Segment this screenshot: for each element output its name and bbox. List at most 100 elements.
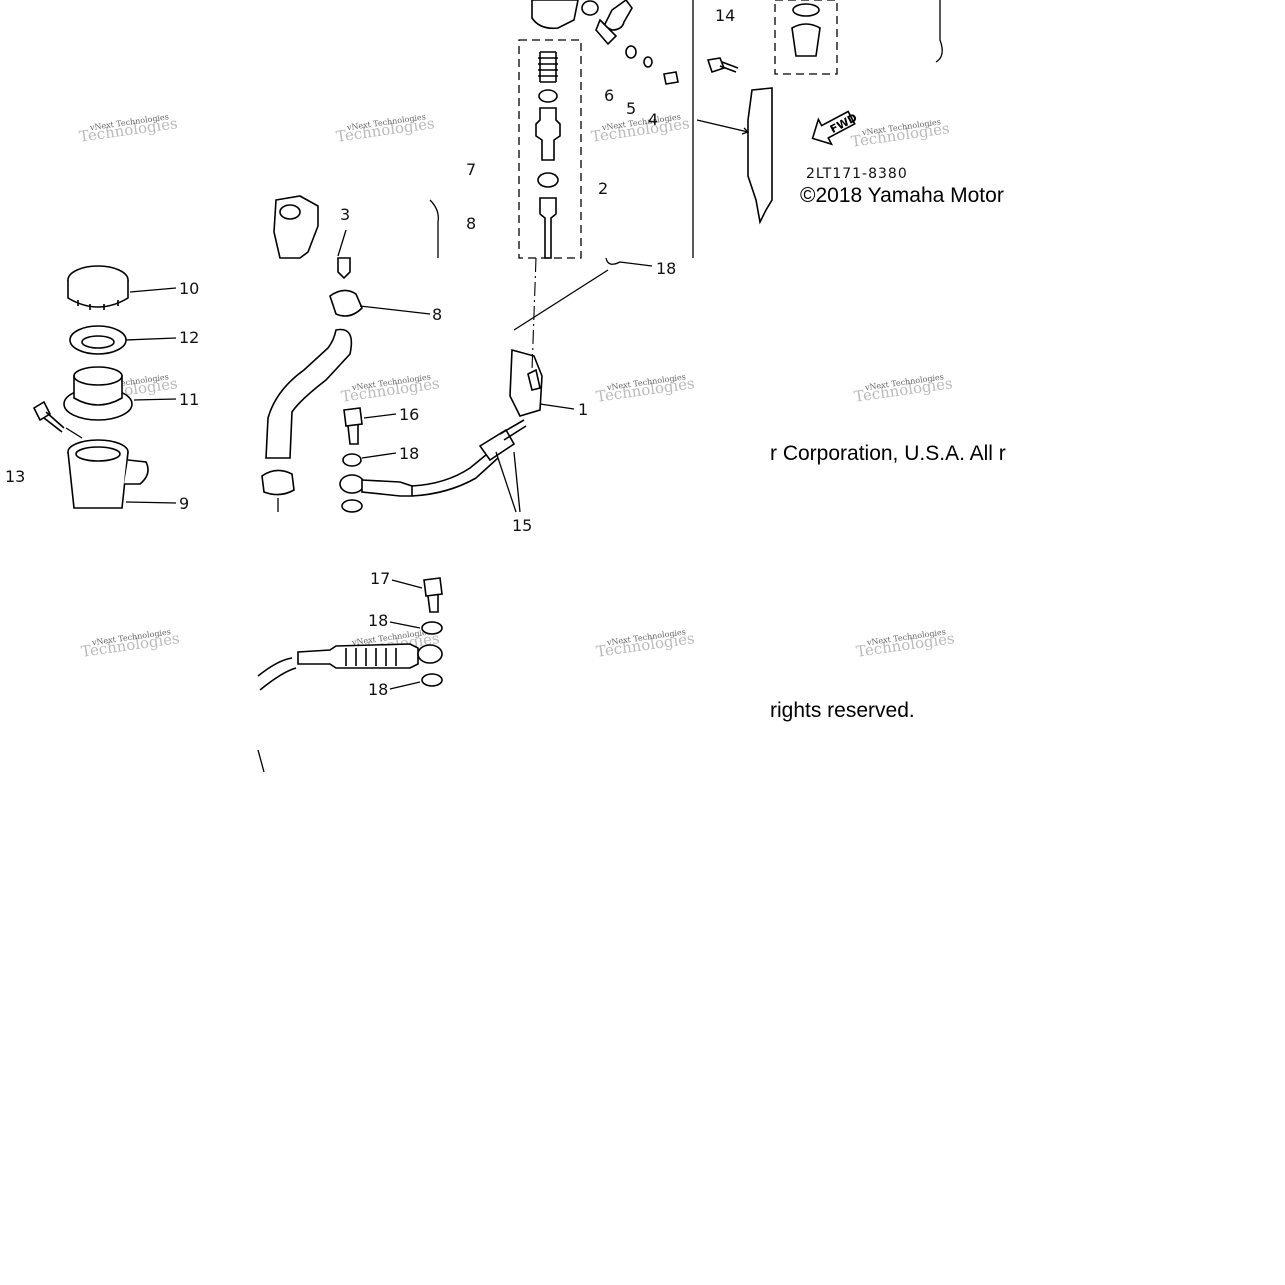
callout-18: 18 bbox=[368, 611, 388, 630]
gasket-part bbox=[421, 621, 443, 635]
port-part bbox=[279, 204, 301, 220]
lower-parts-group bbox=[257, 577, 443, 773]
fitting-elbow-part bbox=[602, 0, 633, 31]
bracket-line bbox=[429, 199, 439, 258]
gasket-part bbox=[421, 673, 443, 687]
leader-line bbox=[495, 451, 517, 513]
union-bolt-part-17 bbox=[423, 577, 443, 613]
push-rod-part bbox=[539, 197, 557, 259]
reservoir-cap-part bbox=[67, 265, 129, 310]
callouts: 14 6 5 4 7 2 8 3 18 10 8 12 11 13 16 1 1… bbox=[5, 6, 735, 699]
hose-clamp-part bbox=[329, 289, 363, 317]
copyright: ©2018 Yamaha Motor r Corporation, U.S.A.… bbox=[770, 184, 1006, 722]
callout-5: 5 bbox=[626, 99, 636, 118]
screw-part-4 bbox=[663, 71, 679, 85]
callout-6: 6 bbox=[604, 86, 614, 105]
watermark: Technologies vNext Technologies bbox=[595, 627, 696, 661]
callout-15: 15 bbox=[512, 516, 532, 535]
part-code-label: 2LT171-8380 bbox=[806, 166, 908, 182]
bolt-part-13 bbox=[32, 400, 65, 433]
o-ring-part bbox=[581, 0, 599, 16]
callout-2: 2 bbox=[598, 179, 608, 198]
reservoir-part bbox=[67, 439, 149, 509]
callout-8: 8 bbox=[432, 305, 442, 324]
callout-11: 11 bbox=[179, 390, 199, 409]
callout-17: 17 bbox=[370, 569, 390, 588]
leader-line bbox=[389, 621, 421, 629]
leader-line bbox=[513, 451, 521, 513]
callout-3: 3 bbox=[340, 205, 350, 224]
bolt-part-14 bbox=[706, 57, 739, 74]
leader-line bbox=[133, 398, 177, 401]
callout-18: 18 bbox=[656, 259, 676, 278]
washer-part-6 bbox=[625, 45, 637, 59]
watermark: Technologies vNext Technologies bbox=[595, 372, 696, 406]
watermark: Technologies vNext Technologies bbox=[78, 112, 179, 146]
callout-9: 9 bbox=[179, 494, 189, 513]
seal-part bbox=[537, 172, 559, 188]
reservoir-hose-part bbox=[265, 328, 353, 459]
bracket-line bbox=[935, 0, 943, 63]
center-line bbox=[531, 257, 537, 371]
middle-parts-group bbox=[32, 195, 653, 513]
watermark: Technologies vNext Technologies bbox=[340, 372, 441, 406]
leader-line bbox=[129, 287, 177, 293]
leader-line bbox=[359, 305, 431, 315]
leader-line bbox=[539, 403, 575, 410]
cylinder-fragment-part bbox=[273, 195, 319, 259]
leader-line bbox=[363, 413, 397, 419]
cap-part bbox=[791, 23, 821, 57]
gasket-part bbox=[342, 453, 362, 467]
callout-18: 18 bbox=[399, 444, 419, 463]
hose-clamp-lower-part bbox=[261, 469, 295, 496]
watermark: Technologies vNext Technologies bbox=[590, 112, 691, 146]
top-parts-group: FWD 2LT171-8380 bbox=[518, 0, 943, 259]
diaphragm-plate-part bbox=[63, 366, 133, 421]
nipple-part bbox=[337, 257, 351, 280]
fitting-part bbox=[527, 368, 541, 391]
cylinder-body-part bbox=[531, 0, 579, 30]
cap-kit-box bbox=[774, 0, 838, 75]
guide-line bbox=[513, 269, 609, 331]
leader-line bbox=[125, 337, 177, 341]
leader-line bbox=[605, 257, 653, 267]
callout-16: 16 bbox=[399, 405, 419, 424]
callout-10: 10 bbox=[179, 279, 199, 298]
spring-part bbox=[538, 51, 558, 83]
callout-14: 14 bbox=[715, 6, 735, 25]
copyright-line-2: r Corporation, U.S.A. All r bbox=[770, 442, 1006, 465]
leader-line bbox=[65, 427, 83, 439]
cup-part bbox=[538, 89, 558, 103]
brake-hose-lower-part bbox=[257, 643, 443, 691]
leader-line bbox=[361, 452, 397, 459]
bracket-part bbox=[595, 18, 618, 46]
callout-12: 12 bbox=[179, 328, 199, 347]
leader-line bbox=[337, 229, 347, 257]
leader-line bbox=[389, 681, 421, 690]
callout-4: 4 bbox=[648, 110, 658, 129]
nut-part-5 bbox=[643, 56, 653, 68]
union-bolt-part-16 bbox=[343, 407, 363, 445]
leader-line bbox=[696, 119, 749, 133]
copyright-line-1: ©2018 Yamaha Motor bbox=[800, 184, 1004, 207]
cylinder-body-lower-part bbox=[509, 348, 543, 417]
piston-kit-box bbox=[518, 39, 582, 259]
leader-line bbox=[391, 579, 423, 589]
gasket-part bbox=[341, 499, 363, 513]
watermark: Technologies vNext Technologies bbox=[853, 372, 954, 406]
callout-13: 13 bbox=[5, 467, 25, 486]
callout-8: 8 bbox=[466, 214, 476, 233]
callout-18: 18 bbox=[368, 680, 388, 699]
piston-part bbox=[535, 107, 561, 161]
cap-ring-part bbox=[792, 3, 820, 17]
watermark: Technologies vNext Technologies bbox=[850, 117, 951, 151]
leader-line bbox=[125, 501, 177, 504]
watermark: Technologies vNext Technologies bbox=[335, 112, 436, 146]
master-cylinder-part bbox=[747, 87, 773, 225]
arrow-head bbox=[741, 127, 750, 135]
copyright-line-3: rights reserved. bbox=[770, 699, 915, 722]
diaphragm-part bbox=[69, 325, 127, 355]
watermark: Technologies vNext Technologies bbox=[80, 627, 181, 661]
callout-7: 7 bbox=[466, 160, 476, 179]
